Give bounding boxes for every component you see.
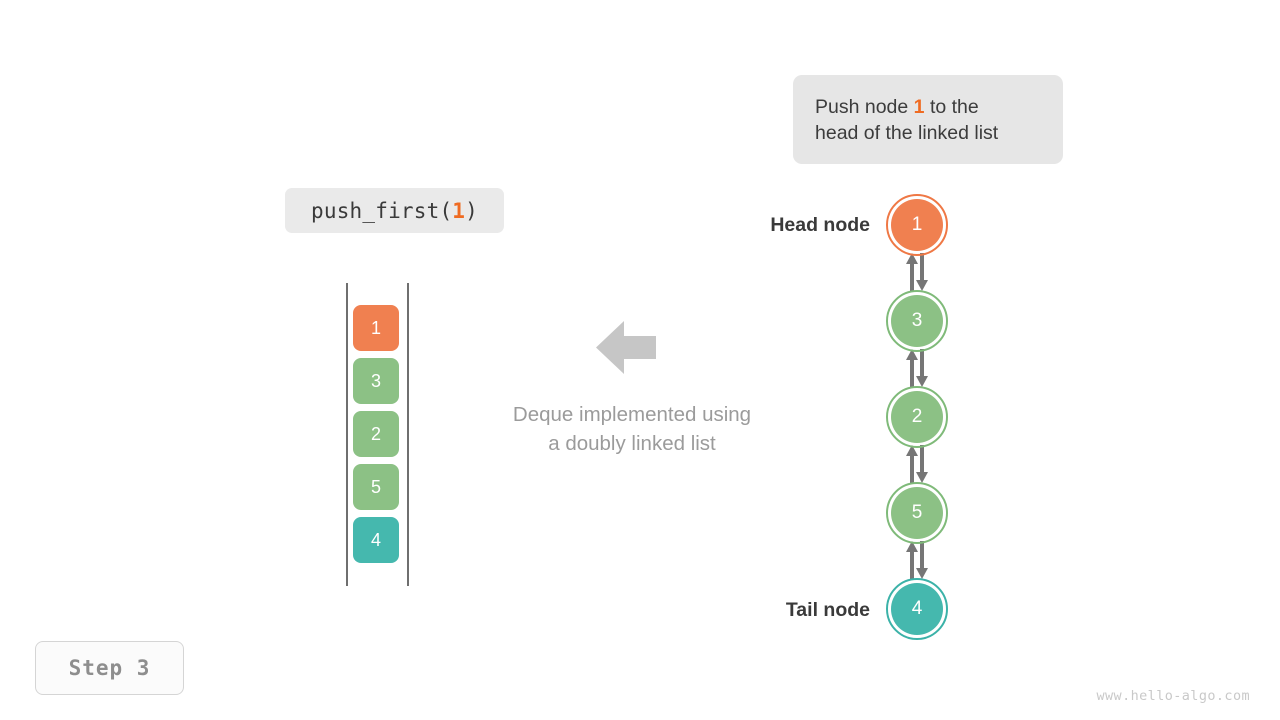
deque-cell-value: 3: [370, 370, 381, 391]
list-node-disc: 1: [891, 199, 943, 251]
deque-cell: 2: [353, 411, 399, 457]
deque-cell-value: 1: [370, 317, 381, 338]
list-node-value: 2: [911, 406, 923, 427]
callout-bubble: Push node 1 to the head of the linked li…: [793, 75, 1063, 164]
callout-text-suffix: to the: [924, 95, 979, 118]
deque-rail-right: [407, 283, 409, 586]
deque-cell: 4: [353, 517, 399, 563]
caption-line-1: Deque implemented using: [512, 403, 752, 426]
list-node: 3: [886, 290, 948, 352]
link-arrow-pair: [902, 541, 932, 579]
link-arrow-pair: [902, 445, 932, 483]
tail-node-label: Tail node: [785, 599, 870, 621]
code-argument-value: 1: [452, 198, 466, 223]
deque-array: 1 3 2 5 4: [340, 283, 415, 586]
operation-code-pill: push_first(1): [285, 188, 504, 233]
deque-cell: 1: [353, 305, 399, 351]
code-closing-paren: ): [465, 198, 478, 223]
deque-cell: 3: [353, 358, 399, 404]
link-arrow-pair: [902, 349, 932, 387]
list-node: 1: [886, 194, 948, 256]
caption-line-2: a doubly linked list: [548, 432, 716, 455]
deque-cell-value: 4: [370, 529, 381, 550]
list-node-disc: 3: [891, 295, 943, 347]
code-function-name: push_first(: [311, 198, 453, 223]
list-node-value: 3: [911, 310, 923, 331]
list-node-disc: 4: [891, 583, 943, 635]
list-node-value: 4: [911, 598, 923, 619]
callout-line-1: Push node 1 to the: [815, 94, 1041, 120]
callout-line-2: head of the linked list: [815, 121, 999, 144]
step-badge: Step 3: [35, 641, 184, 695]
list-node: 2: [886, 386, 948, 448]
callout-text-prefix: Push node: [815, 95, 914, 118]
list-node-disc: 2: [891, 391, 943, 443]
head-node-label: Head node: [770, 214, 870, 236]
deque-rail-left: [346, 283, 348, 586]
list-node-disc: 5: [891, 487, 943, 539]
list-node-value: 1: [911, 214, 923, 235]
list-node: 4: [886, 578, 948, 640]
link-arrow-pair: [902, 253, 932, 291]
deque-cell-value: 2: [370, 423, 381, 444]
doubly-linked-list: 1 3 2 5 4: [886, 190, 956, 650]
list-node-value: 5: [911, 502, 923, 523]
list-node: 5: [886, 482, 948, 544]
left-block-arrow-icon: [596, 320, 656, 375]
deque-cell-value: 5: [370, 476, 381, 497]
callout-highlight-value: 1: [913, 95, 925, 118]
deque-cell: 5: [353, 464, 399, 510]
watermark: www.hello-algo.com: [1096, 688, 1250, 704]
diagram-caption: Deque implemented using a doubly linked …: [432, 400, 832, 458]
